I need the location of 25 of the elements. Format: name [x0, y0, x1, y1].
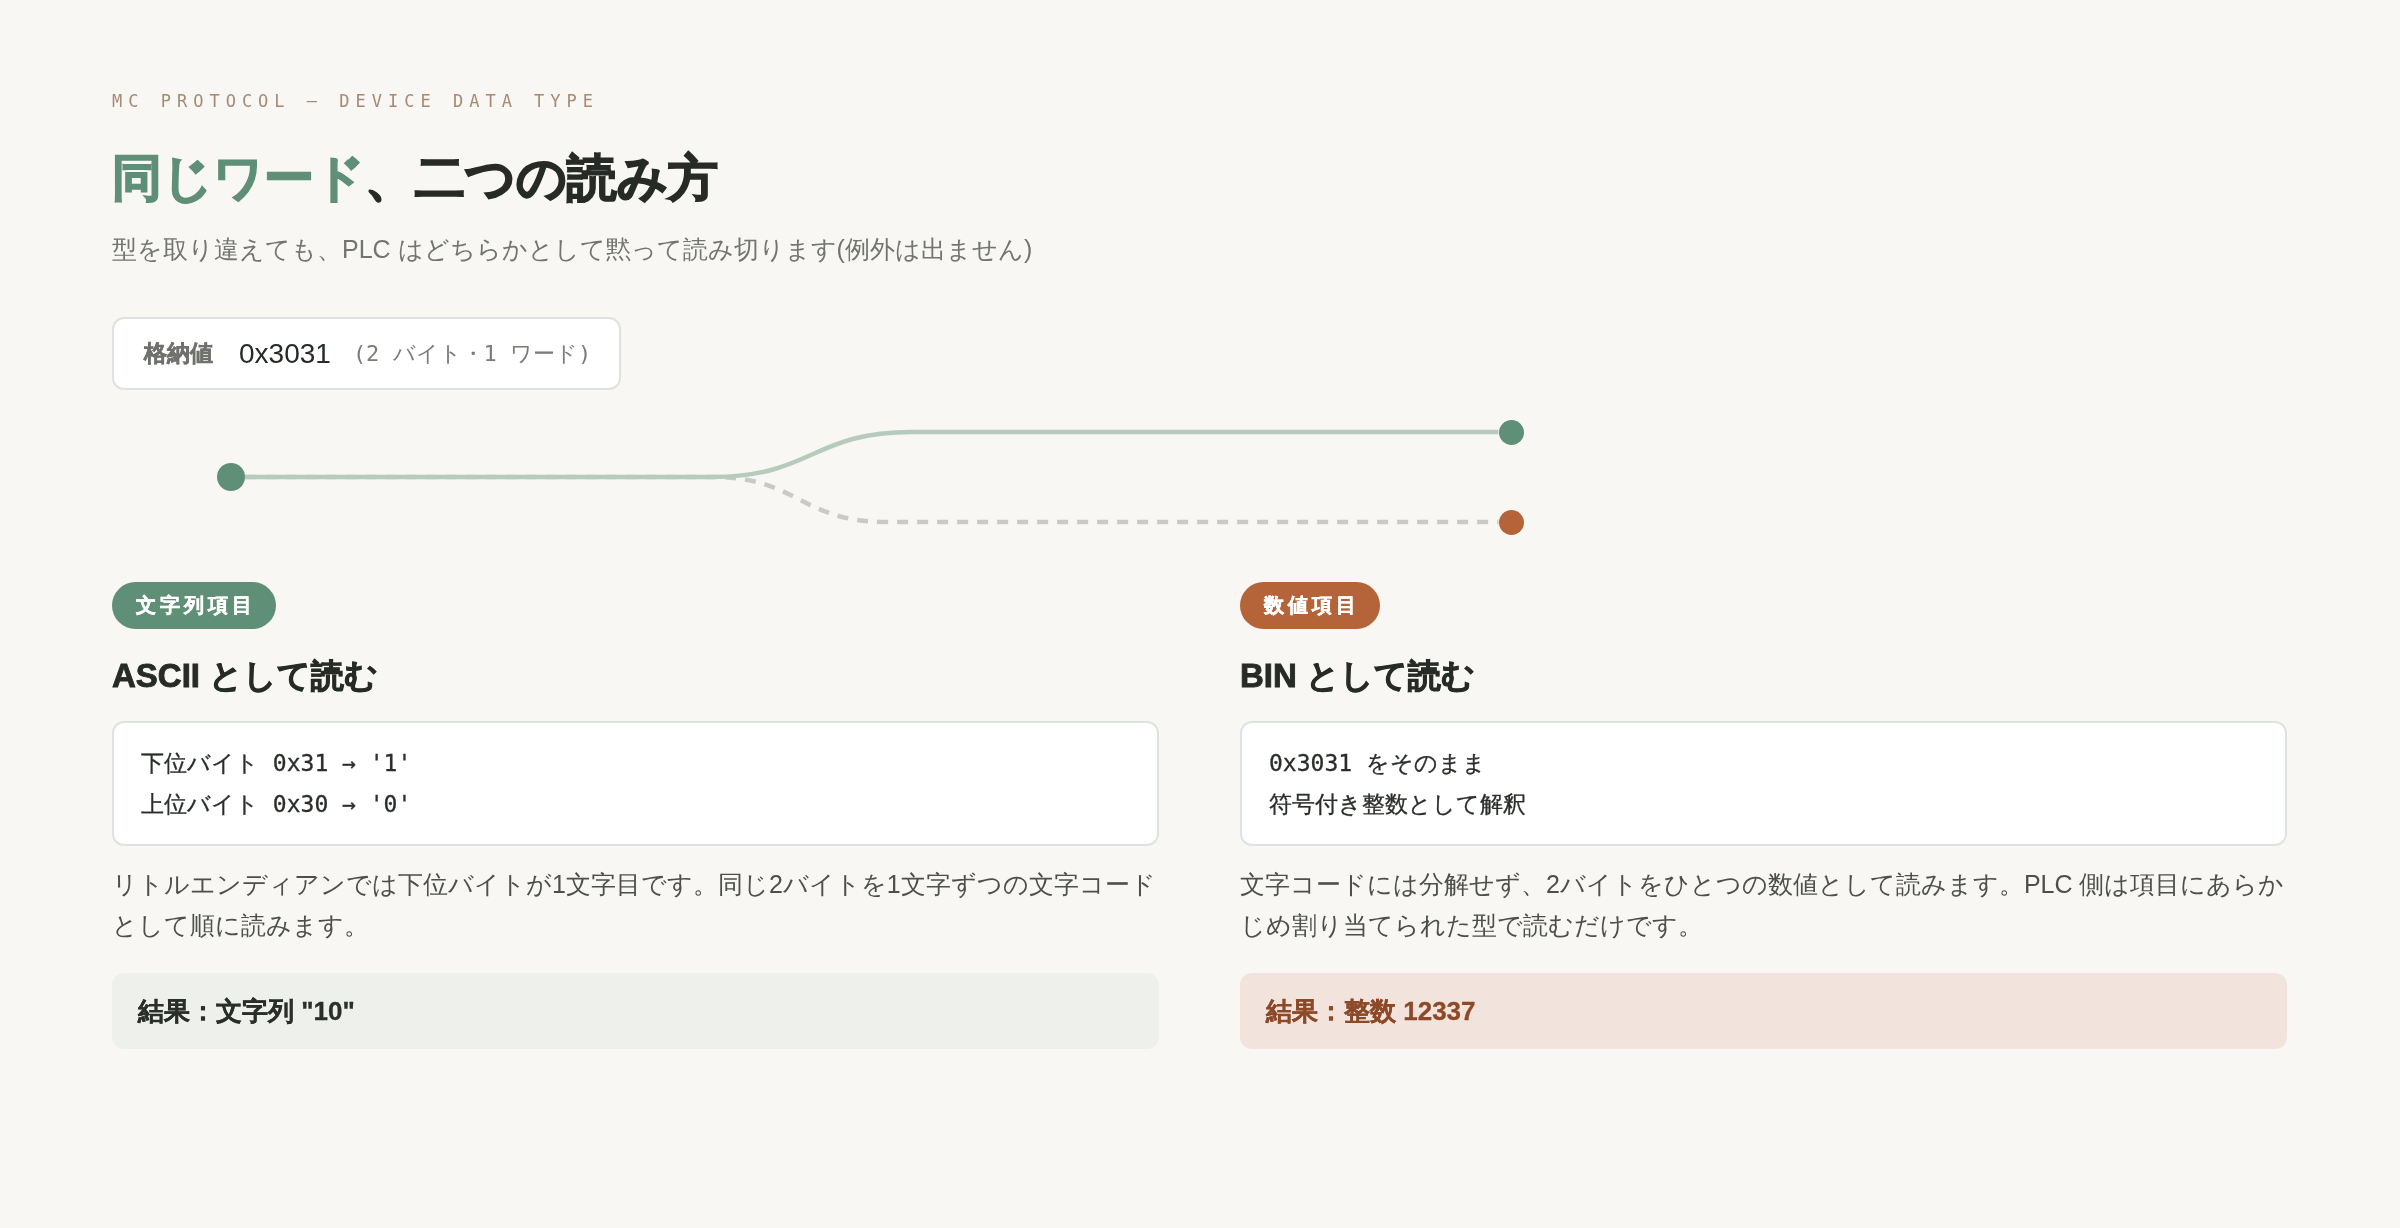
code-card: [112, 721, 1159, 846]
page-title: 同じワード、二つの読み方: [112, 149, 718, 208]
result-panel: 結果：文字列 "10": [112, 973, 1159, 1049]
hex-value: 0x3031: [239, 337, 331, 370]
category-tag: 文字列項目: [112, 582, 276, 629]
code-line: 下位バイト 0x31 → '1': [141, 748, 412, 778]
column-heading: ASCII として読む: [112, 656, 379, 696]
field-label: 格納値: [144, 339, 213, 368]
subtitle: 型を取り違えても、PLC はどちらかとして黙って読み切ります(例外は出ません): [112, 234, 1033, 265]
node-dot: [217, 463, 245, 491]
description: 文字コードには分解せず、2バイトをひとつの数値として読みます。PLC 側は項目にあらかじめ割り当てられた型で読むだけです。: [1240, 869, 2286, 941]
size-note: (2 バイト・1 ワード): [352, 339, 592, 368]
result-panel: 結果：整数 12337: [1240, 973, 2287, 1049]
node-dot: [1498, 419, 1524, 445]
node-dot: [1498, 509, 1524, 535]
connector-line: [245, 429, 1499, 480]
code-line: 0x3031 をそのまま: [1269, 748, 1486, 778]
code-card: [1240, 721, 2287, 846]
category-tag: 数値項目: [1240, 582, 1380, 629]
code-line: 上位バイト 0x30 → '0': [141, 789, 412, 819]
value-card: [112, 317, 622, 390]
eyebrow-label: MC PROTOCOL — DEVICE DATA TYPE: [112, 90, 600, 113]
description: リトルエンディアンでは下位バイトが1文字目です。同じ2バイトを1文字ずつの文字コードとして順に読みます。: [112, 869, 1157, 941]
column-heading: BIN として読む: [1240, 656, 1475, 696]
code-line: 符号付き整数として解釈: [1269, 789, 1526, 819]
